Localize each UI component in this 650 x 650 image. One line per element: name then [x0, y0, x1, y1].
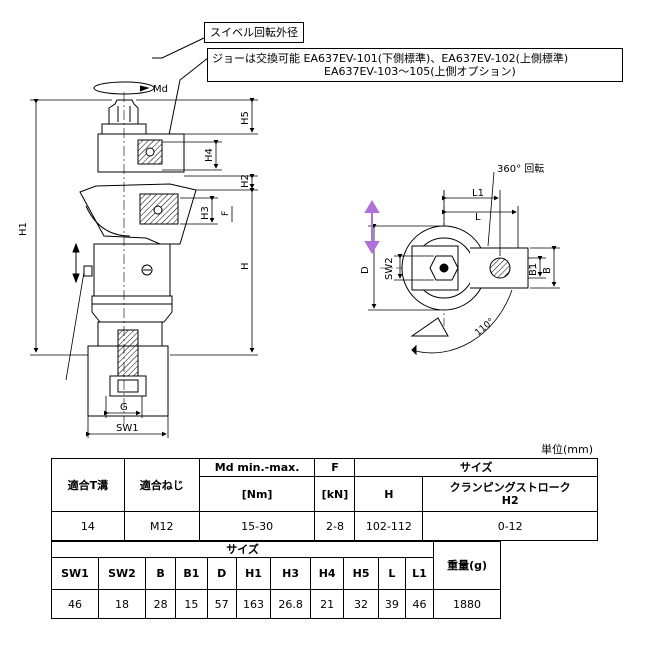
h4-label: H4 [204, 148, 215, 162]
up-down-arrow-icon [364, 200, 380, 254]
spec-table-1: 適合T溝 適合ねじ Md min.-max. F サイズ [Nm] [kN] H… [51, 458, 598, 541]
header-fit-t-slot: 適合T溝 [51, 458, 125, 512]
header-weight: 重量(g) [433, 541, 501, 590]
cell-b: 28 [144, 589, 177, 619]
cell-f: 2-8 [314, 511, 356, 541]
h3-label: H3 [200, 206, 211, 220]
cell-d: 57 [206, 589, 237, 619]
header-size: サイズ [354, 458, 598, 477]
header-h1: H1 [235, 557, 272, 590]
header-b1: B1 [175, 557, 208, 590]
header-h2-label: H2 [501, 494, 519, 507]
angle-label: 110° [474, 317, 497, 339]
h1-label: H1 [18, 222, 29, 236]
b1-label: B1 [528, 263, 539, 276]
rotation-label: 360° 回転 [497, 163, 544, 175]
header-h5: H5 [343, 557, 379, 590]
h2-label: H2 [240, 174, 251, 188]
cell-fit-screw: M12 [123, 511, 200, 541]
l-label: L [475, 212, 481, 223]
swivel-callout-text: スイベル回転外径 [210, 26, 298, 39]
cell-h4: 21 [309, 589, 345, 619]
header-d: D [206, 557, 237, 590]
header-md: Md min.-max. [198, 458, 316, 477]
header-f: F [314, 458, 356, 477]
d-label: D [360, 266, 371, 274]
sw1-label: SW1 [116, 423, 139, 434]
cell-sw1: 46 [51, 589, 99, 619]
sw2-label: SW2 [384, 257, 395, 280]
header-b: B [144, 557, 177, 590]
header-sw1: SW1 [51, 557, 99, 590]
f-label: F [221, 211, 231, 216]
header-sw2: SW2 [97, 557, 146, 590]
cell-fit-t-slot: 14 [51, 511, 125, 541]
cell-h: 102-112 [354, 511, 424, 541]
l1-label: L1 [472, 188, 484, 199]
clamp-body [79, 99, 197, 417]
dim-bottom [86, 396, 169, 438]
header-stroke: クランピングストローク H2 [422, 476, 598, 512]
jaw-direction-arrow [72, 242, 80, 284]
dim-h1 [30, 99, 112, 356]
unit-label: 単位(mm) [541, 443, 594, 456]
cell-h1: 163 [235, 589, 272, 619]
header-h4: H4 [309, 557, 345, 590]
cell-l: 39 [377, 589, 406, 619]
cell-b1: 15 [175, 589, 208, 619]
jaw-callout: ジョーは交換可能 EA637EV-101(下側標準)、EA637EV-102(上… [207, 48, 623, 82]
md-label: Md [153, 84, 168, 95]
cell-weight: 1880 [433, 589, 501, 619]
cell-h3: 26.8 [270, 589, 311, 619]
header-f-unit: [kN] [314, 476, 356, 512]
cell-h5: 32 [343, 589, 379, 619]
g-label: G [120, 402, 128, 413]
top-view [368, 171, 560, 356]
dim-right [136, 98, 258, 356]
spec-table-2: サイズ 重量(g) SW1 SW2 B B1 D H1 H3 H4 H5 L L… [50, 541, 501, 619]
h-label: H [240, 262, 251, 270]
callout-leaders [152, 37, 214, 141]
b-label: B [542, 267, 553, 274]
jaw-callout-line2: EA637EV-103～105(上側オプション) [324, 65, 516, 78]
header-l: L [377, 557, 406, 590]
header-md-unit: [Nm] [198, 476, 316, 512]
clamp-technical-drawing: Md H1 [18, 37, 560, 438]
header-fit-screw: 適合ねじ [123, 458, 200, 512]
cell-h2: 0-12 [422, 511, 598, 541]
header-l1: L1 [404, 557, 435, 590]
swivel-callout: スイベル回転外径 [204, 22, 304, 43]
cell-l1: 46 [404, 589, 435, 619]
header-size-2: サイズ [50, 541, 435, 558]
header-stroke-label: クランピングストローク [449, 481, 571, 494]
cell-sw2: 18 [97, 589, 146, 619]
cell-md: 15-30 [198, 511, 316, 541]
h5-label: H5 [240, 111, 251, 125]
jaw-callout-line1: ジョーは交換可能 EA637EV-101(下側標準)、EA637EV-102(上… [212, 52, 569, 65]
header-h: H [354, 476, 424, 512]
header-h3: H3 [270, 557, 311, 590]
